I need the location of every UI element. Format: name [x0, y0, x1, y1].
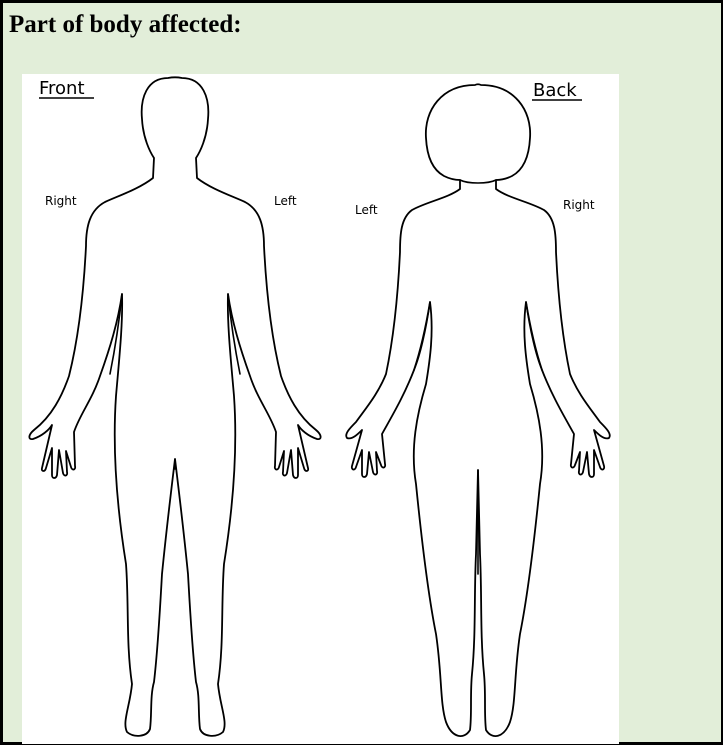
front-left-label: Left [274, 194, 297, 208]
back-label: Back [533, 80, 577, 101]
front-right-label: Right [45, 194, 77, 208]
body-diagram[interactable]: Front Right Left Back Left Right [22, 74, 619, 744]
back-view[interactable]: Back Left Right [346, 80, 610, 736]
front-view[interactable]: Front Right Left [29, 77, 320, 736]
front-label: Front [39, 78, 85, 99]
section-title: Part of body affected: [9, 11, 242, 39]
back-right-label: Right [563, 198, 595, 212]
back-body-outline[interactable] [346, 84, 610, 736]
back-left-label: Left [355, 203, 378, 217]
front-body-outline[interactable] [29, 77, 320, 736]
